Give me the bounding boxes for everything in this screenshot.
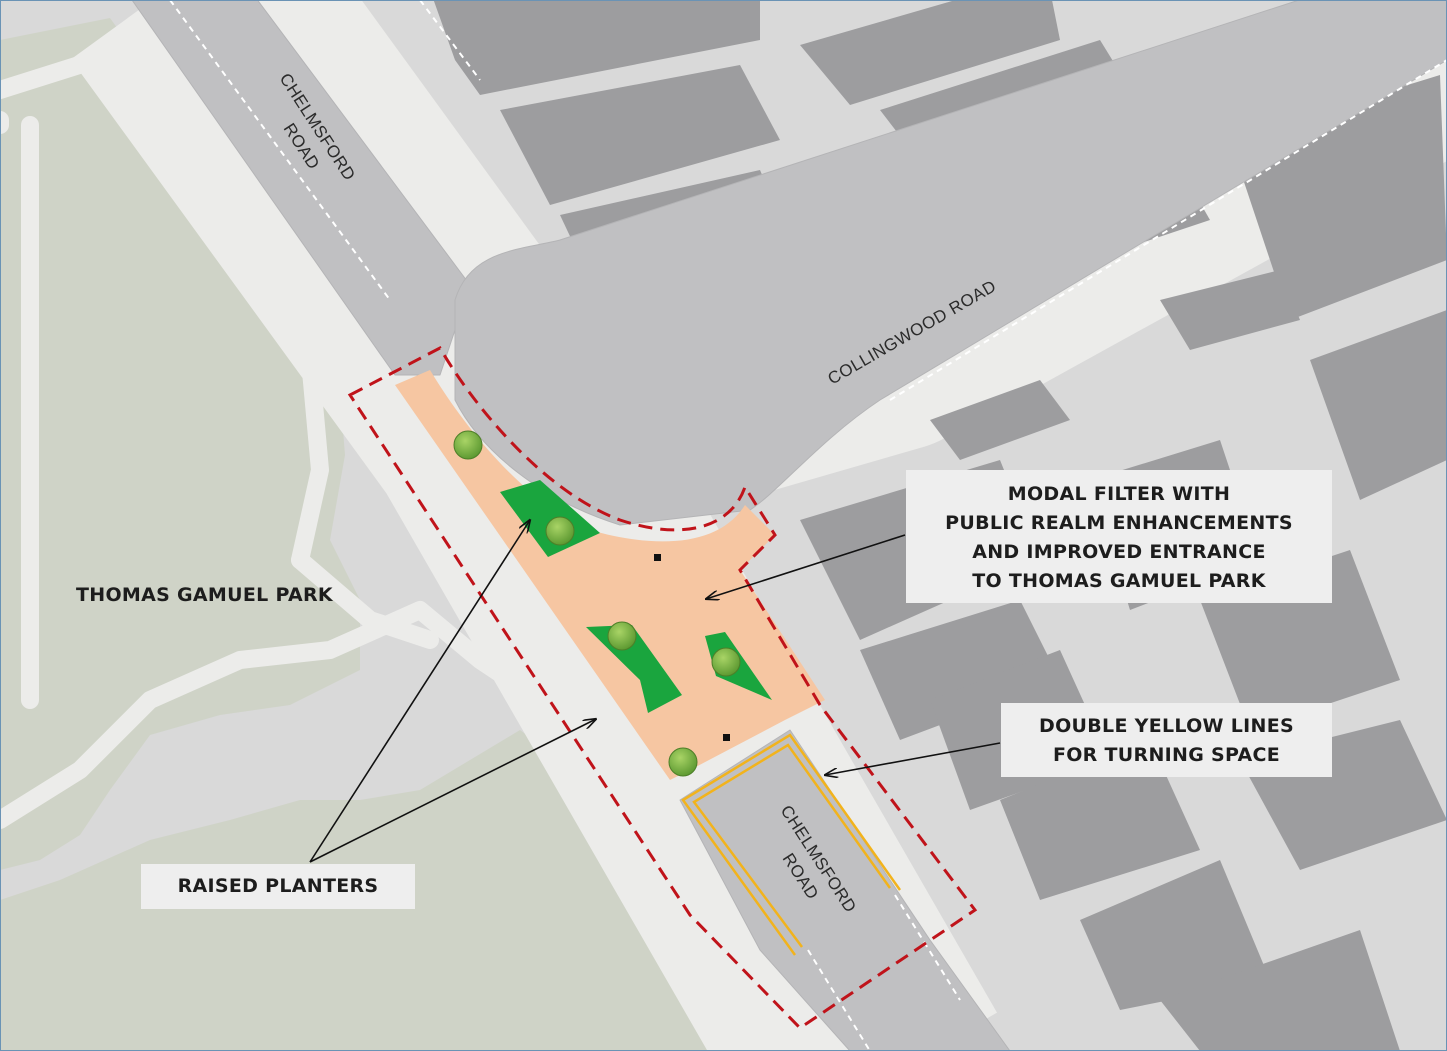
trees bbox=[453, 430, 741, 777]
callout-modal-filter-line1: MODAL FILTER WITH bbox=[1007, 483, 1231, 505]
callout-double-yellow-line1: DOUBLE YELLOW LINES bbox=[1039, 715, 1294, 737]
arrow-to-yellow-lines bbox=[825, 742, 1001, 775]
building bbox=[433, 0, 760, 95]
building bbox=[1160, 930, 1400, 1051]
bollard bbox=[723, 734, 730, 741]
callout-modal-filter-line2: PUBLIC REALM ENHANCEMENTS bbox=[945, 512, 1293, 534]
callout-modal-filter-line3: AND IMPROVED ENTRANCE bbox=[972, 541, 1266, 563]
building bbox=[1160, 270, 1300, 350]
callout-double-yellow: DOUBLE YELLOW LINES FOR TURNING SPACE bbox=[1001, 703, 1332, 777]
callout-double-yellow-line2: FOR TURNING SPACE bbox=[1052, 744, 1281, 766]
callout-raised-planters-text: RAISED PLANTERS bbox=[177, 875, 379, 897]
park-label: THOMAS GAMUEL PARK bbox=[76, 584, 333, 606]
building bbox=[800, 0, 1060, 105]
tree bbox=[607, 621, 637, 651]
callout-raised-planters: RAISED PLANTERS bbox=[141, 864, 415, 909]
tree bbox=[453, 430, 483, 460]
collingwood-road bbox=[454, 0, 1447, 526]
bollard bbox=[654, 554, 661, 561]
public-realm-plaza bbox=[395, 370, 825, 780]
planter bbox=[586, 625, 682, 713]
chelmsford-road-south bbox=[679, 729, 1011, 1051]
double-yellow-lines bbox=[681, 733, 902, 956]
arrow-to-planter-2 bbox=[309, 719, 596, 863]
building bbox=[1000, 740, 1200, 900]
callout-modal-filter-line4: TO THOMAS GAMUEL PARK bbox=[972, 570, 1266, 592]
planter bbox=[500, 480, 600, 557]
roads bbox=[131, 0, 1447, 1051]
building bbox=[1310, 310, 1447, 500]
callout-leader-arrows bbox=[309, 520, 1001, 863]
tree bbox=[545, 516, 575, 546]
tree bbox=[711, 647, 741, 677]
building bbox=[500, 65, 780, 205]
building bbox=[930, 380, 1070, 460]
building bbox=[1080, 860, 1270, 1010]
callout-modal-filter: MODAL FILTER WITH PUBLIC REALM ENHANCEME… bbox=[906, 470, 1332, 603]
road-edge-markings bbox=[169, 0, 1447, 1051]
building bbox=[860, 600, 1060, 740]
tree bbox=[668, 747, 698, 777]
scheme-boundary bbox=[347, 346, 978, 1030]
arrow-to-planter-1 bbox=[309, 520, 530, 863]
arrow-to-plaza bbox=[706, 534, 906, 599]
